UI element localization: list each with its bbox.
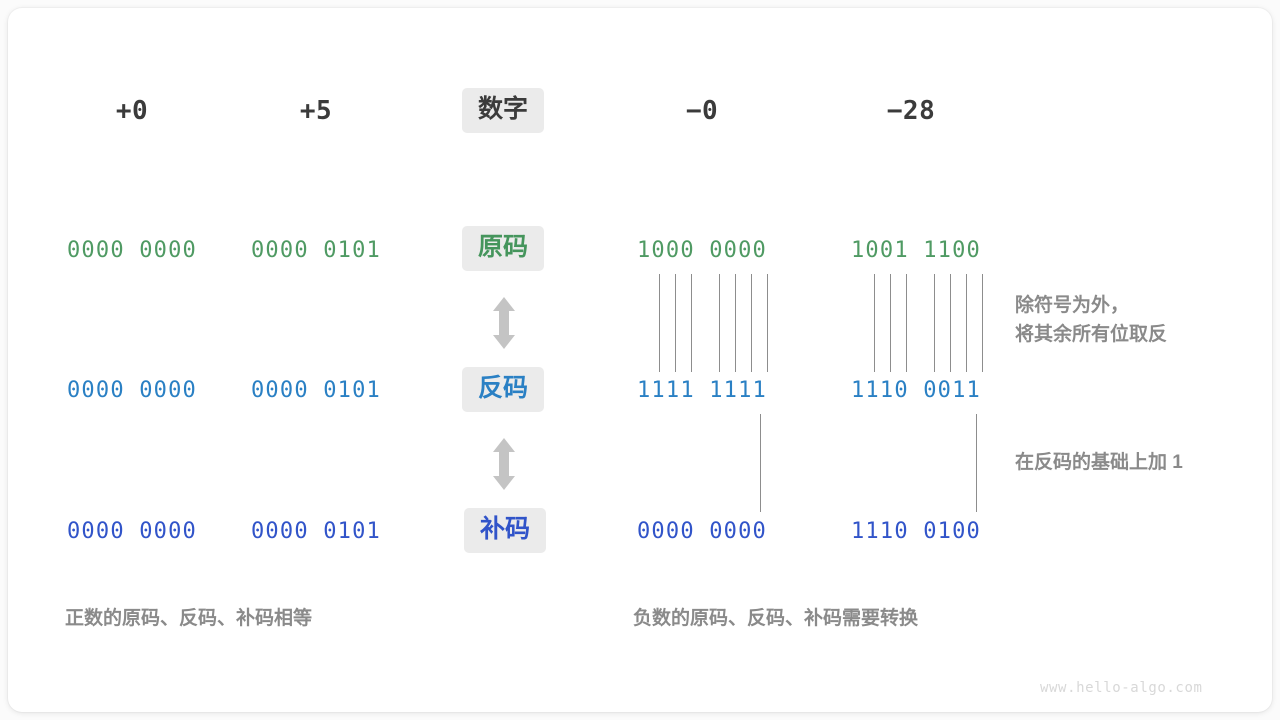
row-label-ones-complement-text: 反码 [461,367,545,412]
caption-positive: 正数的原码、反码、补码相等 [65,608,313,629]
diagram-card: +0 +5 数字 −0 −28 0000 0000 0000 0101 原码 1… [8,8,1272,712]
connector-line [906,274,907,372]
bits-ones-complement-plus-zero: 0000 0000 [66,378,198,403]
connector-line [719,274,720,372]
bits-twos-complement-plus-five: 0000 0101 [250,519,382,544]
arrow-ones-to-twos-icon [490,437,518,496]
bits-true-form-plus-five: 0000 0101 [250,238,382,263]
annotation-add-one: 在反码的基础上加 1 [1015,452,1183,473]
header-number-minus-28: −28 [886,96,936,126]
row-label-twos-complement-text: 补码 [463,508,547,553]
row-label-ones-complement: 反码 [461,367,545,412]
bits-true-form-minus-28: 1001 1100 [850,238,982,263]
row-label-true-form: 原码 [461,226,545,271]
connector-line [691,274,692,372]
connector-line [966,274,967,372]
connector-line [976,414,977,512]
bits-twos-complement-minus-zero: 0000 0000 [636,519,768,544]
row-label-true-form-text: 原码 [461,226,545,271]
bits-true-form-plus-zero: 0000 0000 [66,238,198,263]
row-label-twos-complement: 补码 [463,508,547,553]
bits-twos-complement-minus-28: 1110 0100 [850,519,982,544]
connector-line [760,414,761,512]
bits-ones-complement-minus-zero: 1111 1111 [636,378,768,403]
connector-line [767,274,768,372]
header-number-plus-five: +5 [299,96,333,126]
bits-twos-complement-plus-zero: 0000 0000 [66,519,198,544]
connector-line [675,274,676,372]
header-number-minus-zero: −0 [685,96,719,126]
header-number-plus-zero: +0 [115,96,149,126]
watermark: www.hello-algo.com [1040,680,1203,696]
bits-ones-complement-plus-five: 0000 0101 [250,378,382,403]
header-label-badge: 数字 [461,88,545,133]
arrow-true-to-ones-icon [490,296,518,355]
bits-true-form-minus-zero: 1000 0000 [636,238,768,263]
connector-line [890,274,891,372]
connector-line [982,274,983,372]
connector-line [751,274,752,372]
connector-line [950,274,951,372]
connector-line [735,274,736,372]
connector-line [659,274,660,372]
caption-negative: 负数的原码、反码、补码需要转换 [633,608,919,629]
connector-line [874,274,875,372]
bits-ones-complement-minus-28: 1110 0011 [850,378,982,403]
annotation-invert-bits: 除符号为外， 将其余所有位取反 [1015,295,1168,346]
connector-line [934,274,935,372]
header-label-text: 数字 [461,88,545,133]
